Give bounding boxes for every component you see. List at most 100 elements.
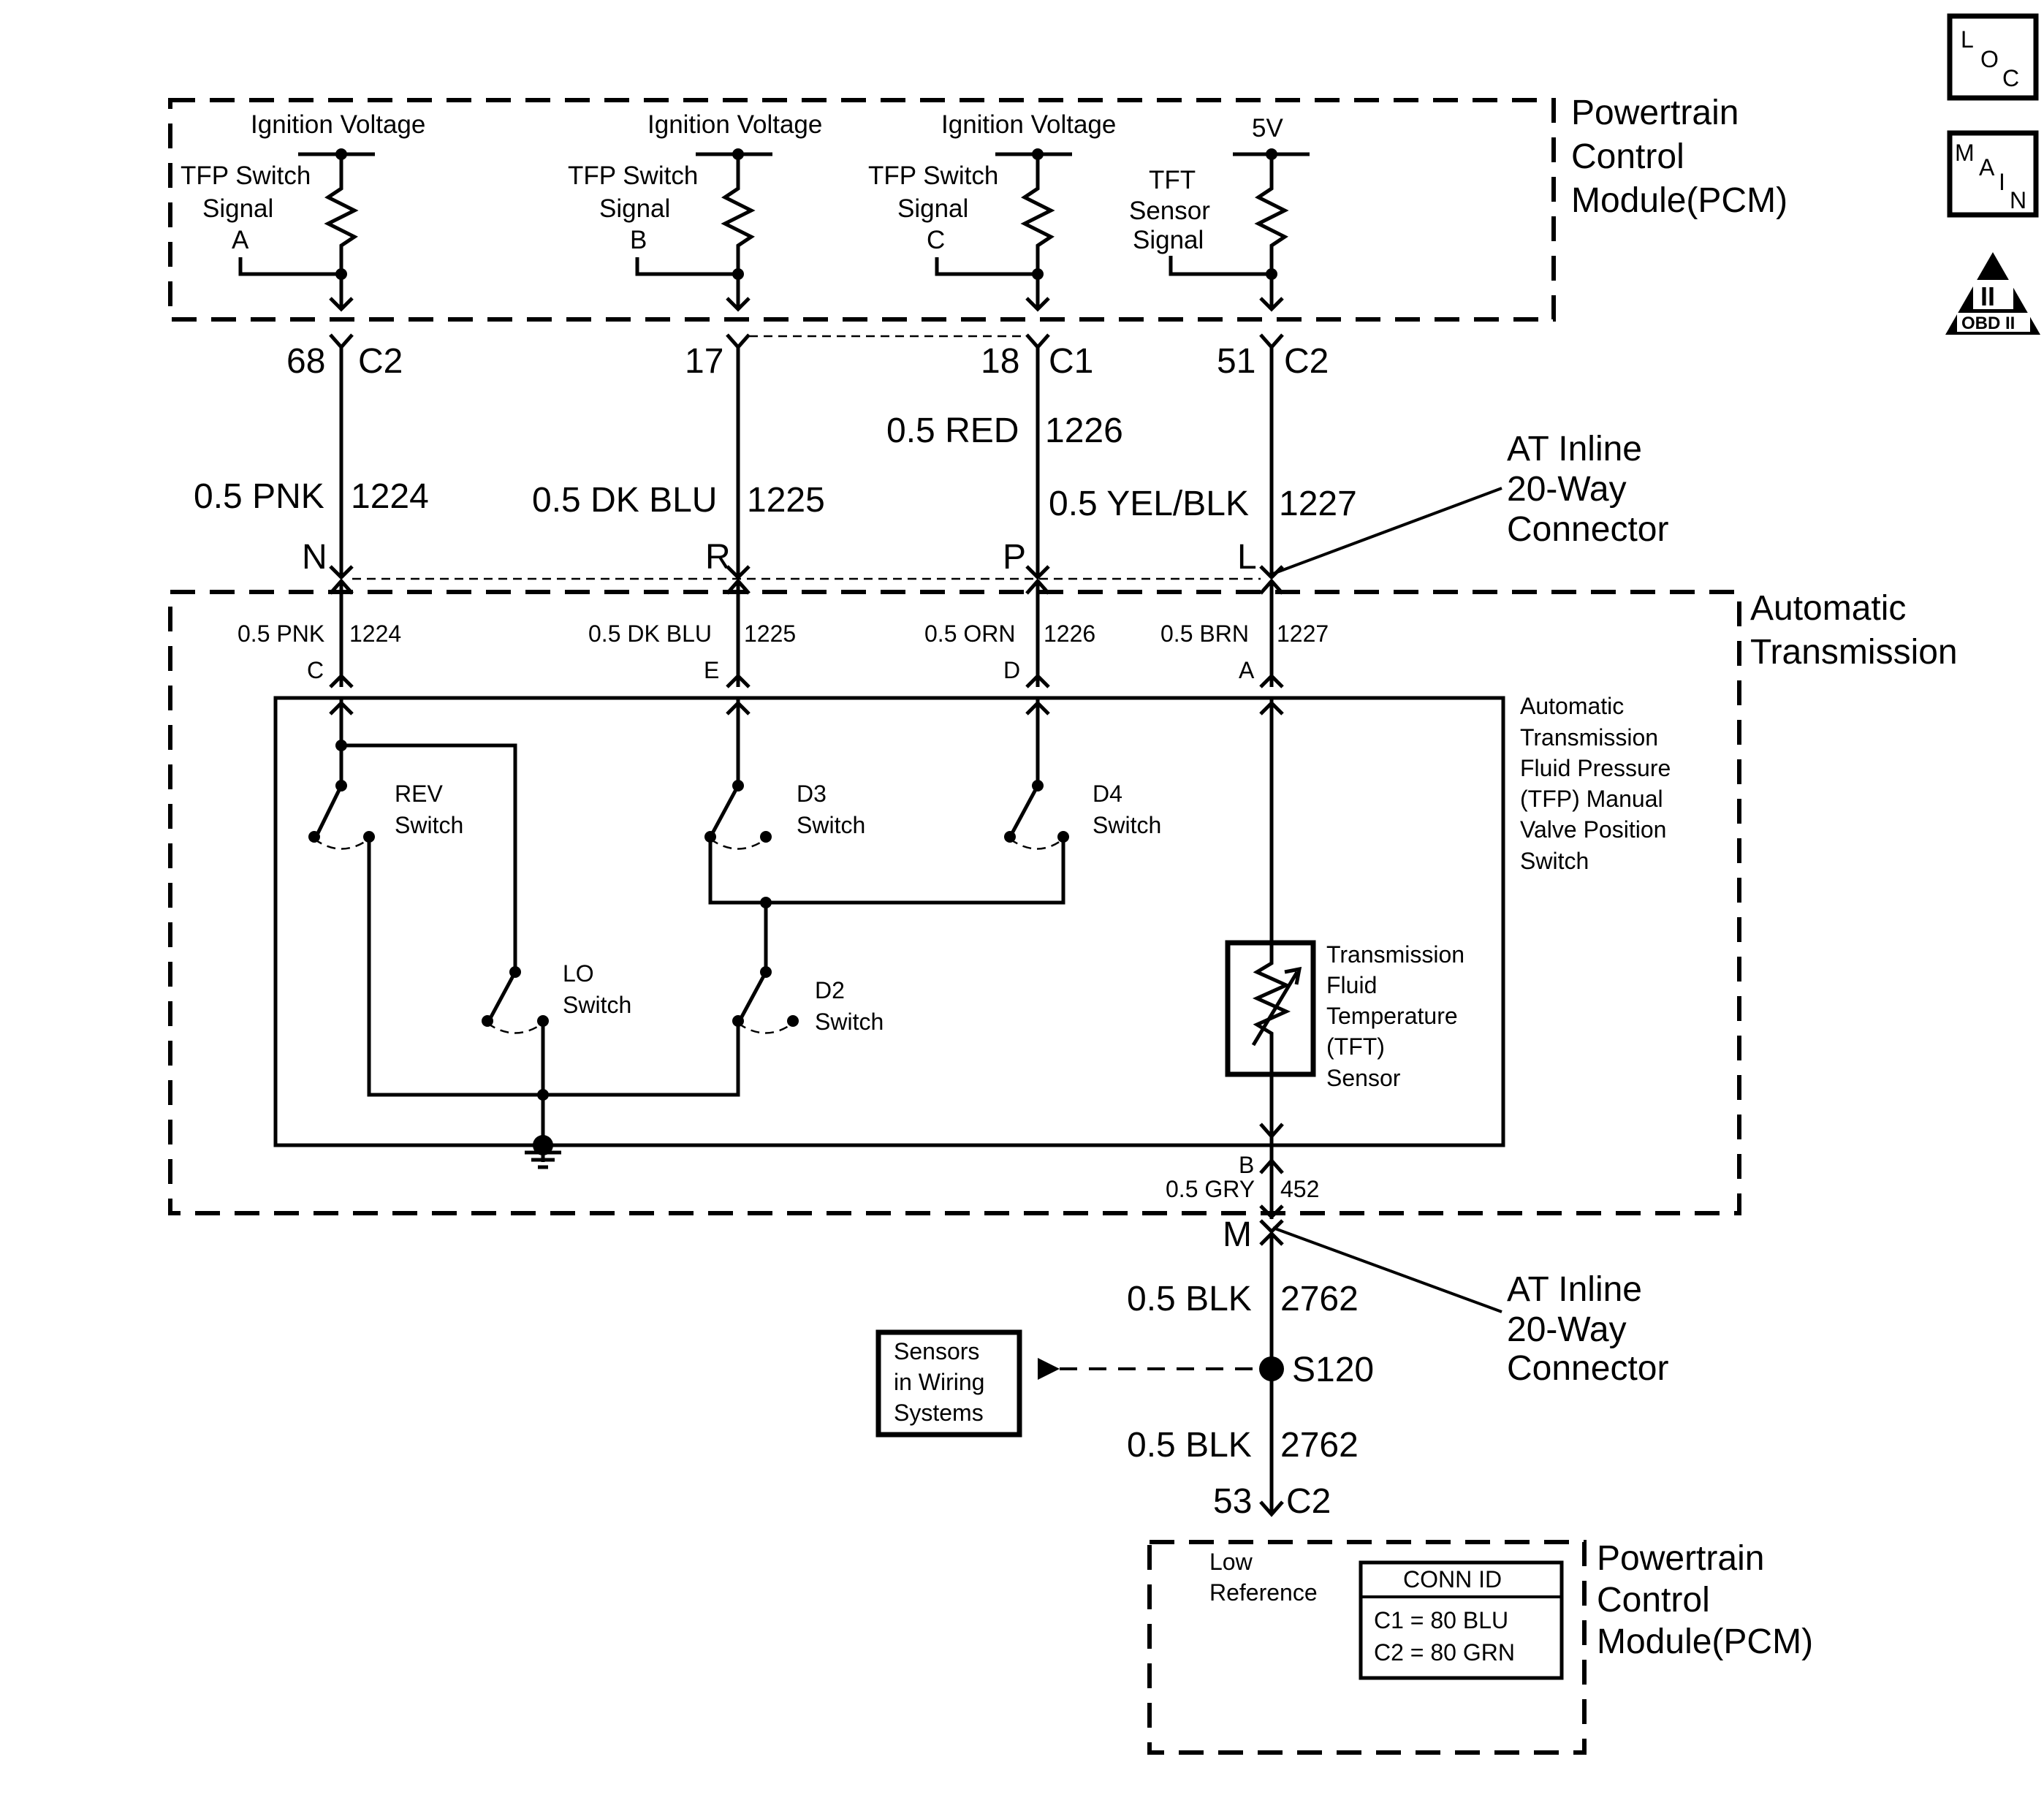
conn-id-row-1: C1 = 80 BLU [1374,1607,1508,1633]
svg-text:A: A [1979,154,1995,181]
svg-text:II: II [1980,281,1995,311]
at-inline-lower-1: AT Inline [1507,1270,1642,1309]
tft-label-4: (TFT) [1326,1033,1385,1060]
signal-label-b-1: TFP Switch [568,162,698,190]
wire-2762-color-1: 0.5 BLK [1127,1280,1252,1318]
d2-switch-label-2: Switch [815,1009,884,1035]
conn-68: C2 [358,342,403,381]
inline-connector-lower: M AT Inline 20-Way Connector [1223,1215,1668,1388]
trans-wire-1226-color: 0.5 ORN [924,620,1015,647]
wire-1225-circuit: 1225 [747,481,825,520]
top-connector-pins: 68 C2 17 18 C1 51 C2 [286,333,1329,381]
svg-text:Automatic: Automatic [1520,693,1624,719]
splice-label: S120 [1292,1351,1374,1389]
svg-text:Switch: Switch [1520,848,1589,874]
signal-label-tft-1: TFT [1149,166,1196,194]
at-inline-upper-1: AT Inline [1507,430,1642,468]
svg-text:Transmission: Transmission [1520,724,1658,751]
d2-switch: D2 Switch [732,966,884,1035]
tft-label-1: Transmission [1326,941,1464,968]
rev-switch: REV Switch [308,703,740,1097]
transmission-bottom-pin: B 0.5 GRY 452 [1166,1145,1319,1220]
splice-s120 [1259,1356,1284,1381]
pcm-top-title-1: Powertrain [1571,94,1739,132]
tft-label-2: Fluid [1326,972,1377,998]
pcm-circuit-tft: 5V TFT Sensor Signal [1129,114,1310,312]
trans-wire-1224-circuit: 1224 [349,620,401,647]
inline-pin-n: N [302,538,327,577]
signal-label-a-3: A [232,226,249,254]
svg-text:Valve Position: Valve Position [1520,816,1666,843]
wire-1225-color: 0.5 DK BLU [532,481,717,520]
svg-text:in Wiring: in Wiring [894,1369,984,1395]
wire-2762-color-2: 0.5 BLK [1127,1426,1252,1465]
inline-pin-p: P [1003,538,1026,577]
sensors-reference[interactable]: Sensors in Wiring Systems [875,1329,1258,1438]
lo-switch: LO Switch [482,960,631,1140]
svg-text:(TFP) Manual: (TFP) Manual [1520,786,1663,812]
trans-wire-1224-color: 0.5 PNK [238,620,324,647]
pcm-bottom-box [1147,1540,1587,1755]
trans-pin-a: A [1239,657,1255,683]
transmission-title-2: Transmission [1750,633,1958,672]
inline-connector-upper: N R P L AT Inline 20-Way Connector [302,430,1668,595]
pcm-top-title-2: Control [1571,137,1684,176]
trans-pin-d: D [1003,657,1020,683]
signal-label-c-1: TFP Switch [868,162,998,190]
pcm-circuit-a: Ignition Voltage TFP Switch Signal A [181,110,425,312]
svg-text:Fluid Pressure: Fluid Pressure [1520,755,1671,781]
d3-switch-label-1: D3 [797,781,827,807]
trans-wire-452-circuit: 452 [1280,1176,1319,1202]
signal-label-c-3: C [927,226,945,254]
conn-53: C2 [1286,1482,1331,1521]
conn-18: C1 [1049,342,1093,381]
signal-label-c-2: Signal [897,194,968,223]
obd-ii-icon[interactable]: II OBD II [1945,252,2040,335]
pcm-bottom-title-2: Control [1597,1581,1710,1620]
conn-id-row-2: C2 = 80 GRN [1374,1639,1515,1666]
signal-label-b-2: Signal [599,194,670,223]
inline-pin-l: L [1237,538,1257,577]
pcm-circuit-c: Ignition Voltage TFP Switch Signal C [868,110,1116,312]
wire-1226-circuit: 1226 [1045,411,1123,450]
upper-wires: 0.5 PNK 1224 0.5 DK BLU 1225 0.5 RED 122… [194,347,1357,577]
svg-text:N: N [2010,187,2026,213]
tfp-switch-label: Automatic Transmission Fluid Pressure (T… [1520,693,1671,874]
main-icon[interactable]: M A I N [1947,130,2039,218]
trans-wire-1227-circuit: 1227 [1277,620,1329,647]
signal-label-tft-2: Sensor [1129,197,1210,225]
lower-wires: 0.5 BLK 2762 S120 0.5 BLK 2762 53 C2 [1127,1234,1374,1521]
d2-switch-label-1: D2 [815,977,845,1003]
pin-51: 51 [1217,342,1255,381]
at-inline-lower-3: Connector [1507,1349,1668,1388]
d4-switch: D4 Switch [1004,703,1161,850]
supply-label-b: Ignition Voltage [647,110,822,139]
d3-switch: D3 Switch [704,703,1065,972]
pcm-bottom-title-1: Powertrain [1597,1539,1764,1578]
loc-icon[interactable]: L O C [1947,13,2039,101]
conn-id-table: CONN ID C1 = 80 BLU C2 = 80 GRN [1359,1560,1564,1680]
svg-text:Systems: Systems [894,1400,984,1426]
pin-53: 53 [1213,1482,1252,1521]
inner-arrows [329,698,1284,715]
inline-pin-m: M [1223,1215,1252,1254]
signal-label-a-2: Signal [202,194,273,223]
at-inline-lower-2: 20-Way [1507,1310,1627,1349]
d4-switch-label-1: D4 [1093,781,1122,807]
d4-switch-label-2: Switch [1093,812,1161,838]
pcm-top-box [168,98,1556,322]
wire-1227-circuit: 1227 [1279,485,1357,523]
supply-label-c: Ignition Voltage [941,110,1116,139]
signal-label-b-3: B [630,226,647,254]
transmission-wires: 0.5 PNK 1224 C 0.5 DK BLU 1225 E 0.5 ORN… [238,581,1329,688]
wire-2762-circuit-1: 2762 [1280,1280,1359,1318]
inline-pin-r: R [705,538,731,577]
pcm-circuit-b: Ignition Voltage TFP Switch Signal B [568,110,822,312]
transmission-title-1: Automatic [1750,589,1906,628]
trans-pin-c: C [307,657,324,683]
trans-pin-e: E [704,657,719,683]
rev-switch-label-1: REV [395,781,443,807]
conn-51: C2 [1284,342,1329,381]
trans-wire-1227-color: 0.5 BRN [1160,620,1249,647]
svg-text:L: L [1961,26,1974,53]
